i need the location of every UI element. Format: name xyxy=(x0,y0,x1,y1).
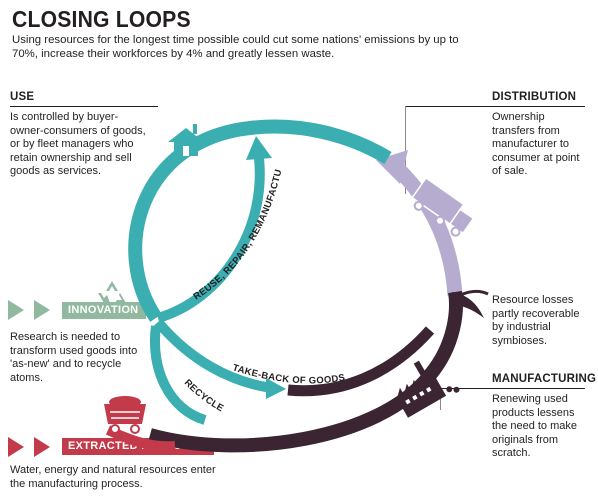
resource-loss-leader xyxy=(454,289,489,300)
mine-cart-icon xyxy=(104,396,146,434)
innovation-band: INNOVATION xyxy=(62,302,146,319)
factory-icon xyxy=(397,360,460,418)
distribution-heading: DISTRIBUTION xyxy=(492,91,577,103)
manufacturing-text: Renewing used products lessens the need … xyxy=(492,393,578,460)
manufacturing-heading: MANUFACTURING xyxy=(492,373,597,385)
resource-losses-text: Resource losses partly recoverable by in… xyxy=(492,294,580,347)
play-arrow-icon xyxy=(8,300,50,320)
manufacturing-rule xyxy=(440,388,585,389)
takeback-dark-arc xyxy=(287,326,435,397)
use-text: Is controlled by buyer-owner-consumers o… xyxy=(10,111,146,178)
page-subtitle: Using resources for the longest time pos… xyxy=(12,34,459,60)
extracted-text: Water, energy and natural resources ente… xyxy=(10,464,216,490)
manufacturing-arc xyxy=(148,290,463,453)
play-arrow-icon xyxy=(8,437,50,457)
use-heading: USE xyxy=(10,91,35,103)
reuse-arrowhead xyxy=(246,136,272,160)
reuse-arc xyxy=(156,149,265,323)
use-rule xyxy=(10,106,158,107)
takeback-arrowhead xyxy=(266,378,286,399)
recycle-icon xyxy=(98,281,126,303)
distribution-text: Ownership transfers from manufacturer to… xyxy=(492,111,580,178)
distribution-rule xyxy=(405,106,585,107)
resource-loss-tail xyxy=(452,292,484,318)
page-title: CLOSING LOOPS xyxy=(12,6,191,32)
use-arc xyxy=(128,119,392,322)
takeback-arc xyxy=(154,318,273,393)
innovation-heading: INNOVATION xyxy=(68,304,139,316)
distribution-leader xyxy=(405,106,406,194)
truck-icon xyxy=(411,176,475,237)
house-icon xyxy=(168,124,204,156)
manufacturing-leader xyxy=(440,388,441,410)
innovation-text: Research is needed to transform used goo… xyxy=(10,331,138,384)
recycle-arc xyxy=(150,325,207,425)
